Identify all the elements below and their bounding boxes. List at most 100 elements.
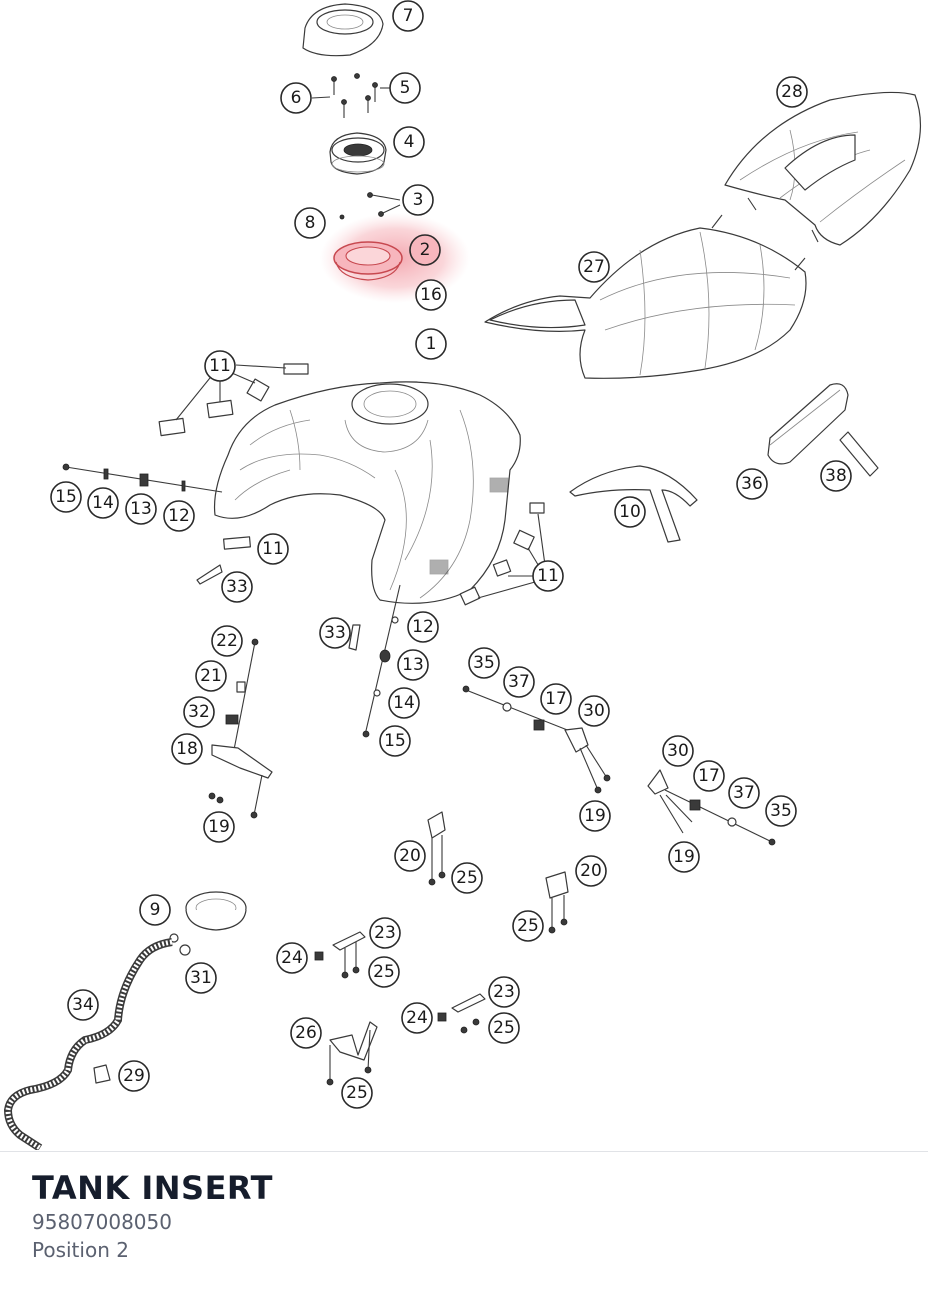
- callout-22[interactable]: 22: [211, 625, 243, 657]
- svg-text:33: 33: [324, 623, 346, 643]
- part-mount-18-assembly[interactable]: [208, 638, 273, 819]
- part-right-bolt-assembly-b[interactable]: [647, 769, 776, 846]
- callout-25-a[interactable]: 25: [451, 862, 483, 894]
- callout-16[interactable]: 16: [415, 279, 447, 311]
- part-rider-seat[interactable]: [484, 214, 807, 379]
- callouts: 7 6 5 4 3 8 2 16 1 28 27 11 36 38 15 14 …: [50, 0, 852, 1109]
- svg-text:22: 22: [216, 631, 238, 651]
- callout-25-d[interactable]: 25: [488, 1012, 520, 1044]
- callout-11-a[interactable]: 11: [204, 350, 236, 382]
- callout-15-b[interactable]: 15: [379, 725, 411, 757]
- part-pillion-seat[interactable]: [724, 91, 922, 246]
- part-right-bolt-assembly-a[interactable]: [462, 685, 611, 794]
- part-center-bolt-stack[interactable]: [362, 584, 401, 738]
- callout-19-c[interactable]: 19: [668, 841, 700, 873]
- callout-2[interactable]: 2: [409, 234, 441, 266]
- callout-24-b[interactable]: 24: [401, 1002, 433, 1034]
- callout-33-a[interactable]: 33: [221, 571, 253, 603]
- callout-23-a[interactable]: 23: [369, 917, 401, 949]
- callout-25-c[interactable]: 25: [368, 956, 400, 988]
- callout-36[interactable]: 36: [736, 468, 768, 500]
- callout-19-a[interactable]: 19: [203, 811, 235, 843]
- part-pads-11[interactable]: [158, 363, 546, 606]
- part-fuel-tank[interactable]: [213, 381, 521, 604]
- callout-14-a[interactable]: 14: [87, 487, 119, 519]
- part-small-pad[interactable]: [839, 431, 879, 477]
- svg-text:35: 35: [473, 653, 495, 673]
- part-clip-29[interactable]: [93, 1064, 111, 1084]
- svg-text:38: 38: [825, 466, 847, 486]
- part-pad[interactable]: [767, 383, 849, 465]
- callout-19-b[interactable]: 19: [579, 800, 611, 832]
- callout-34[interactable]: 34: [67, 989, 99, 1021]
- callout-20-a[interactable]: 20: [394, 840, 426, 872]
- svg-text:36: 36: [741, 474, 763, 494]
- callout-37-b[interactable]: 37: [728, 777, 760, 809]
- callout-20-b[interactable]: 20: [575, 855, 607, 887]
- svg-text:17: 17: [698, 766, 720, 786]
- callout-26[interactable]: 26: [290, 1017, 322, 1049]
- callout-21[interactable]: 21: [195, 660, 227, 692]
- svg-text:34: 34: [72, 995, 94, 1015]
- callout-7[interactable]: 7: [392, 0, 424, 32]
- callout-9[interactable]: 9: [139, 894, 171, 926]
- callout-10[interactable]: 10: [614, 496, 646, 528]
- callout-12-b[interactable]: 12: [407, 611, 439, 643]
- callout-11-c[interactable]: 11: [532, 560, 564, 592]
- svg-text:8: 8: [305, 213, 316, 233]
- part-info-panel: TANK INSERT 95807008050 Position 2: [32, 1168, 892, 1264]
- part-tank-insert[interactable]: [333, 241, 403, 281]
- svg-text:27: 27: [583, 257, 605, 277]
- part-bracket-10[interactable]: [569, 465, 698, 543]
- part-left-bolt-assembly[interactable]: [62, 463, 223, 493]
- part-fuel-hose[interactable]: [3, 938, 173, 1150]
- callout-15-a[interactable]: 15: [50, 481, 82, 513]
- part-bracket-23-upper[interactable]: [314, 931, 366, 979]
- callout-38[interactable]: 38: [820, 460, 852, 492]
- callout-14-b[interactable]: 14: [388, 687, 420, 719]
- callout-8[interactable]: 8: [294, 207, 326, 239]
- part-pump-flange[interactable]: [169, 891, 247, 956]
- callout-25-e[interactable]: 25: [341, 1077, 373, 1109]
- svg-text:25: 25: [346, 1083, 368, 1103]
- callout-32[interactable]: 32: [183, 696, 215, 728]
- callout-33-b[interactable]: 33: [319, 617, 351, 649]
- callout-25-b[interactable]: 25: [512, 910, 544, 942]
- part-bracket-26[interactable]: [326, 1021, 378, 1086]
- svg-text:20: 20: [580, 861, 602, 881]
- callout-24-a[interactable]: 24: [276, 942, 308, 974]
- callout-37-a[interactable]: 37: [503, 666, 535, 698]
- callout-23-b[interactable]: 23: [488, 976, 520, 1008]
- svg-text:18: 18: [176, 739, 198, 759]
- part-pads-33[interactable]: [348, 624, 361, 651]
- callout-11-b[interactable]: 11: [257, 533, 289, 565]
- part-bracket-20-upper[interactable]: [427, 811, 446, 886]
- svg-text:19: 19: [208, 817, 230, 837]
- part-bracket-23-lower[interactable]: [437, 993, 486, 1034]
- part-bracket-20-lower[interactable]: [545, 871, 569, 934]
- part-screws-upper[interactable]: [311, 73, 392, 119]
- part-filler-cap[interactable]: [329, 132, 387, 175]
- callout-30-b[interactable]: 30: [662, 735, 694, 767]
- callout-17-b[interactable]: 17: [693, 760, 725, 792]
- callout-31[interactable]: 31: [185, 962, 217, 994]
- callout-18[interactable]: 18: [171, 733, 203, 765]
- callout-1[interactable]: 1: [415, 328, 447, 360]
- callout-12-a[interactable]: 12: [163, 500, 195, 532]
- svg-text:35: 35: [770, 801, 792, 821]
- callout-3[interactable]: 3: [402, 184, 434, 216]
- part-screws-mid[interactable]: [339, 192, 401, 220]
- callout-28[interactable]: 28: [776, 76, 808, 108]
- callout-4[interactable]: 4: [393, 126, 425, 158]
- callout-35-b[interactable]: 35: [765, 795, 797, 827]
- callout-17-a[interactable]: 17: [540, 683, 572, 715]
- callout-30-a[interactable]: 30: [578, 695, 610, 727]
- callout-29[interactable]: 29: [118, 1060, 150, 1092]
- callout-13-a[interactable]: 13: [125, 493, 157, 525]
- part-filler-cap-cover[interactable]: [302, 3, 384, 57]
- callout-13-b[interactable]: 13: [397, 649, 429, 681]
- callout-27[interactable]: 27: [578, 251, 610, 283]
- callout-6[interactable]: 6: [280, 82, 312, 114]
- callout-5[interactable]: 5: [389, 72, 421, 104]
- callout-35-a[interactable]: 35: [468, 647, 500, 679]
